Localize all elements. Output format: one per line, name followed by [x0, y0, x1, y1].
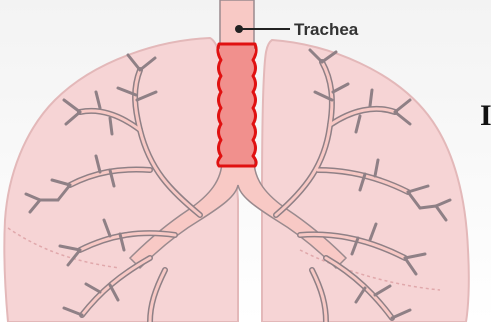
right-lung [262, 40, 469, 322]
trachea-highlight [220, 44, 254, 166]
trachea-upper [220, 0, 254, 48]
cut-off-letter: I [480, 99, 491, 132]
trachea-label: Trachea [294, 20, 359, 39]
